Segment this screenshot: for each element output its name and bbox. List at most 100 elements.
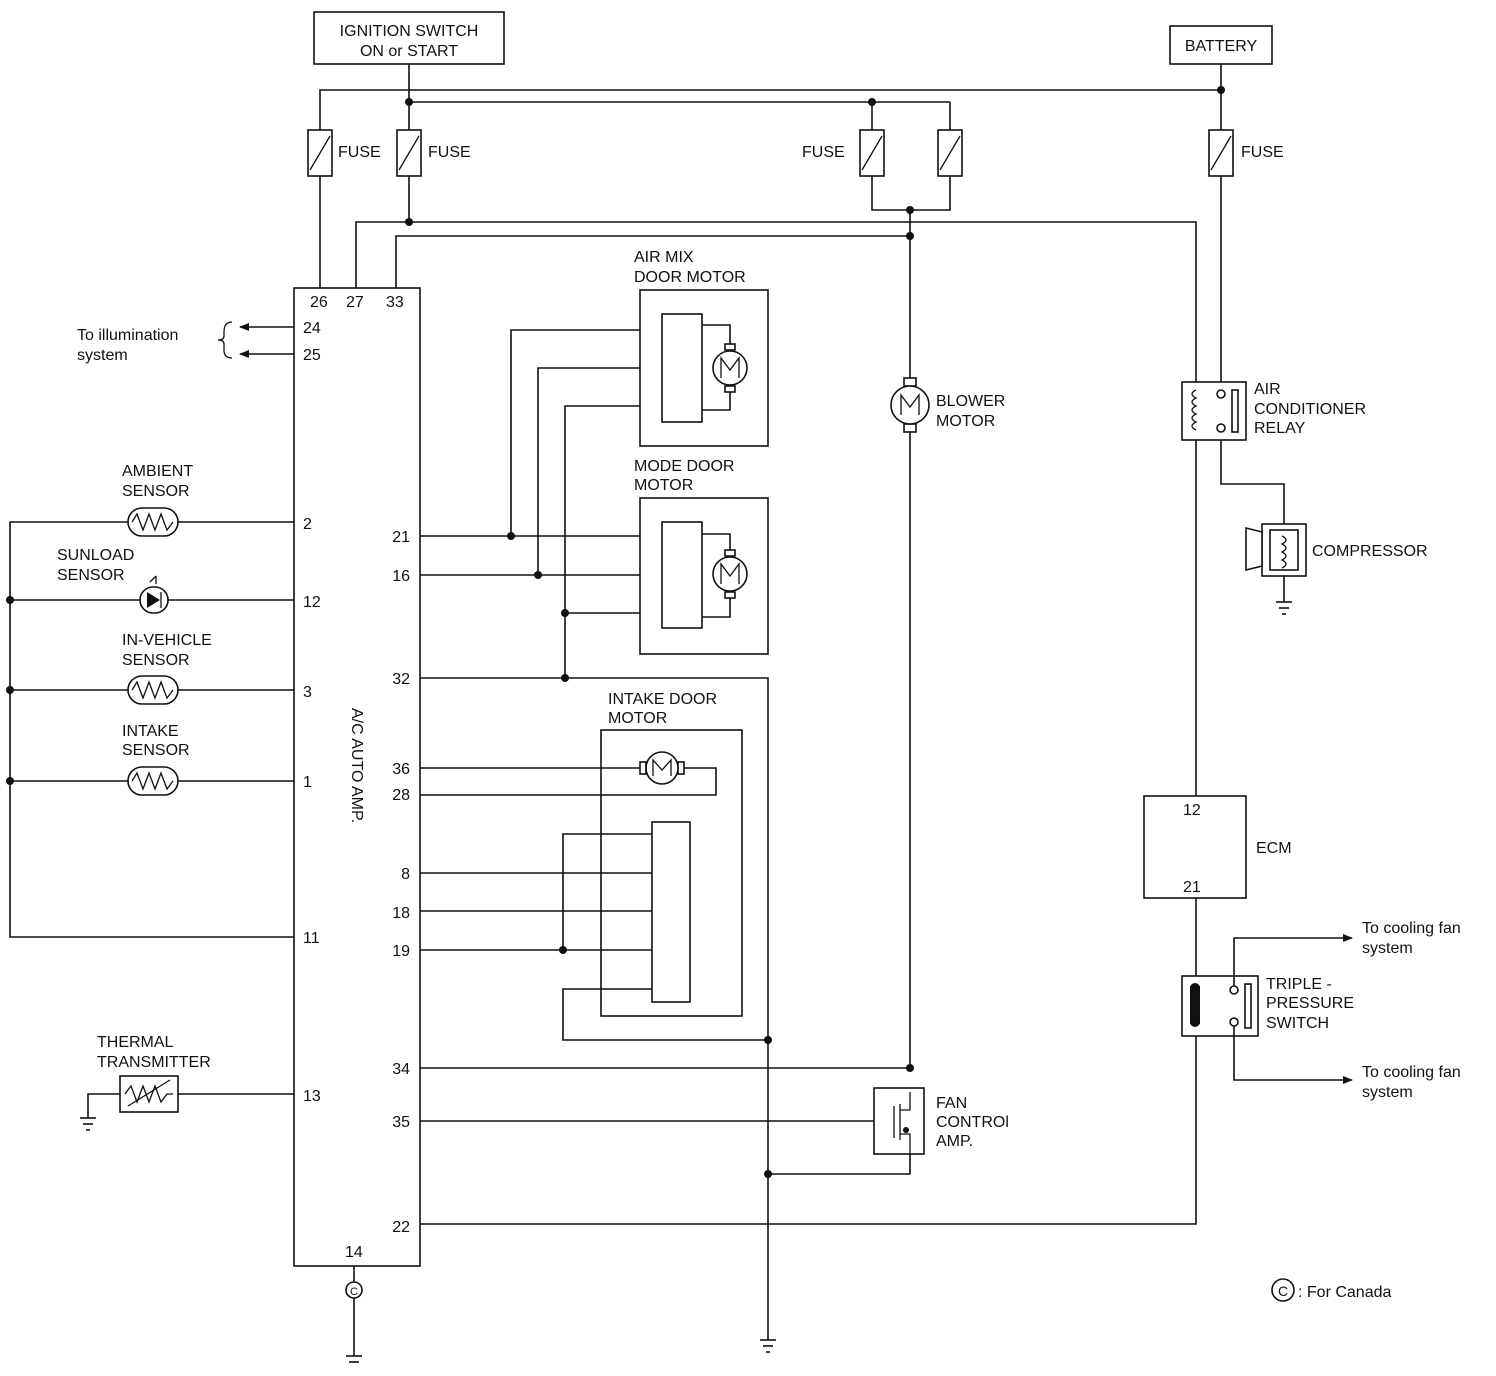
canada-ground: C <box>345 1266 363 1363</box>
junction-dot <box>561 609 569 617</box>
intake-sensor: INTAKE SENSOR <box>122 723 294 796</box>
svg-text:IN-VEHICLE: IN-VEHICLE <box>122 632 212 649</box>
svg-text:FUSE: FUSE <box>428 144 471 161</box>
svg-text:C: C <box>350 1286 358 1298</box>
svg-text:DOOR MOTOR: DOOR MOTOR <box>634 269 746 286</box>
ground-symbol <box>760 1339 776 1353</box>
junction-dot <box>6 596 14 604</box>
svg-text:1: 1 <box>303 774 312 791</box>
svg-text:CONTROl: CONTROl <box>936 1114 1009 1131</box>
svg-text:system: system <box>77 347 128 364</box>
triple-pressure-switch: TRIPLE - PRESSURE SWITCH <box>1181 934 1354 1084</box>
junction-dot <box>764 1170 772 1178</box>
svg-text:ECM: ECM <box>1256 840 1292 857</box>
svg-text:AMBIENT: AMBIENT <box>122 463 193 480</box>
svg-text:COMPRESSOR: COMPRESSOR <box>1312 543 1428 560</box>
svg-text:TRIPLE -: TRIPLE - <box>1266 976 1332 993</box>
svg-text:3: 3 <box>303 684 312 701</box>
svg-text:19: 19 <box>392 943 410 960</box>
fuse-blower-a: FUSE <box>802 129 885 177</box>
amp-label: A/C AUTO AMP. <box>348 708 365 823</box>
fuse-output-wires <box>319 176 1222 382</box>
battery: BATTERY <box>1169 25 1273 65</box>
svg-text:8: 8 <box>401 866 410 883</box>
svg-text:26: 26 <box>310 294 328 311</box>
svg-text:34: 34 <box>392 1061 410 1078</box>
svg-text:PRESSURE: PRESSURE <box>1266 995 1354 1012</box>
svg-text:21: 21 <box>1183 879 1201 896</box>
svg-text:24: 24 <box>303 320 321 337</box>
svg-text:SENSOR: SENSOR <box>122 742 190 759</box>
sensor-common-wire <box>9 521 294 938</box>
svg-text:C: C <box>1278 1283 1288 1299</box>
junction-dot <box>561 674 569 682</box>
svg-text:36: 36 <box>392 761 410 778</box>
svg-text:CONDITIONER: CONDITIONER <box>1254 401 1366 418</box>
svg-text:SWITCH: SWITCH <box>1266 1015 1329 1032</box>
thermal-transmitter: THERMAL TRANSMITTER <box>80 1034 294 1131</box>
sunload-sensor: SUNLOAD SENSOR <box>57 547 294 614</box>
svg-text:INTAKE: INTAKE <box>122 723 179 740</box>
junction-dot <box>764 1036 772 1044</box>
junction-dot <box>6 686 14 694</box>
ecm: 12 21 ECM <box>1143 795 1292 976</box>
svg-text:BATTERY: BATTERY <box>1185 38 1258 55</box>
svg-text:14: 14 <box>345 1244 363 1261</box>
svg-text:ON or START: ON or START <box>360 43 458 60</box>
svg-text:FAN: FAN <box>936 1095 967 1112</box>
svg-text:AIR: AIR <box>1254 381 1281 398</box>
cooling-fan-label-top: To cooling fan system <box>1362 920 1461 957</box>
svg-text:SENSOR: SENSOR <box>57 567 125 584</box>
svg-text:FUSE: FUSE <box>802 144 845 161</box>
svg-text:11: 11 <box>303 930 320 947</box>
door-motor-feed-wires <box>420 329 769 1340</box>
ambient-sensor: AMBIENT SENSOR <box>122 463 294 537</box>
svg-text:28: 28 <box>392 787 410 804</box>
junction-dot <box>559 946 567 954</box>
mode-door-motor: MODE DOOR MOTOR <box>634 458 769 655</box>
svg-text:21: 21 <box>392 529 410 546</box>
svg-text:BLOWER: BLOWER <box>936 393 1005 410</box>
pin22-wire <box>420 1036 1197 1225</box>
svg-text:25: 25 <box>303 347 321 364</box>
fuse-ign-27: FUSE <box>396 129 471 177</box>
junction-dot <box>405 218 413 226</box>
blower-motor: BLOWER MOTOR <box>890 377 1005 1068</box>
svg-text:18: 18 <box>392 905 410 922</box>
junction-dot <box>906 206 914 214</box>
svg-text:MOTOR: MOTOR <box>634 477 693 494</box>
junction-dot <box>1217 86 1225 94</box>
svg-text:33: 33 <box>386 294 404 311</box>
air-mix-door-motor: AIR MIX DOOR MOTOR <box>634 249 769 447</box>
svg-text:IGNITION SWITCH: IGNITION SWITCH <box>340 23 479 40</box>
fan-control-amp: FAN CONTROl AMP. <box>420 1067 1009 1175</box>
svg-text:12: 12 <box>303 594 321 611</box>
junction-dot <box>6 777 14 785</box>
junction-dot <box>868 98 876 106</box>
svg-text:SUNLOAD: SUNLOAD <box>57 547 134 564</box>
junction-dot <box>405 98 413 106</box>
svg-text:THERMAL: THERMAL <box>97 1034 174 1051</box>
ac-auto-amp: A/C AUTO AMP. 26 27 33 24 25 2 12 3 1 11… <box>293 287 421 1267</box>
power-bus-wires <box>319 64 1222 130</box>
junction-dot <box>906 232 914 240</box>
junction-dot <box>534 571 542 579</box>
svg-text:TRANSMITTER: TRANSMITTER <box>97 1054 211 1071</box>
illumination-connection: To illumination system <box>77 321 294 364</box>
air-conditioner-relay: AIR CONDITIONER RELAY <box>1181 381 1366 796</box>
svg-text:32: 32 <box>392 671 410 688</box>
svg-text:To cooling fan: To cooling fan <box>1362 920 1461 937</box>
svg-text:SENSOR: SENSOR <box>122 483 190 500</box>
intake-door-motor: INTAKE DOOR MOTOR <box>420 691 743 1017</box>
svg-text:16: 16 <box>392 568 410 585</box>
canada-note: C : For Canada <box>1271 1278 1391 1302</box>
fuse-ign-26: FUSE <box>307 129 381 177</box>
svg-text:27: 27 <box>346 294 364 311</box>
svg-text:MOTOR: MOTOR <box>608 710 667 727</box>
svg-text:system: system <box>1362 940 1413 957</box>
intake-door-position-wires <box>420 833 768 1041</box>
svg-text:MOTOR: MOTOR <box>936 413 995 430</box>
svg-text:MODE DOOR: MODE DOOR <box>634 458 734 475</box>
svg-text:INTAKE DOOR: INTAKE DOOR <box>608 691 717 708</box>
